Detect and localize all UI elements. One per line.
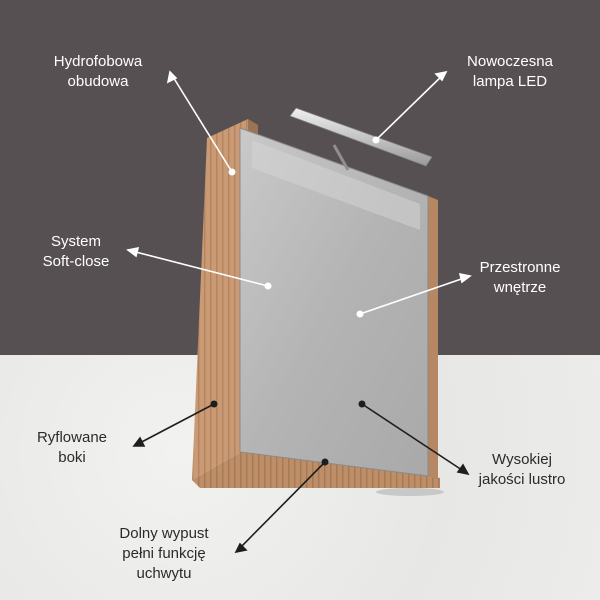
label-soft-close: System Soft-close <box>6 232 146 272</box>
label-line: Przestronne <box>479 259 561 276</box>
label-line: Dolny wypust <box>119 525 209 542</box>
cabinet-side-panel <box>192 119 248 480</box>
label-fluted-sides: Ryflowane boki <box>2 428 142 468</box>
label-line: uchwytu <box>136 565 192 582</box>
label-line: lampa LED <box>472 73 548 90</box>
label-line: obudowa <box>67 73 129 90</box>
label-line: Nowoczesna <box>467 53 553 70</box>
pointer-bottom-handle <box>234 458 329 554</box>
label-mirror-quality: Wysokiej jakości lustro <box>452 450 592 490</box>
label-spacious-interior: Przestronne wnętrze <box>450 258 590 298</box>
label-bottom-handle: Dolny wypust pełni funkcję uchwytu <box>94 524 234 584</box>
label-led-lamp: Nowoczesna lampa LED <box>440 52 580 92</box>
pointer-spacious <box>356 272 472 318</box>
label-line: Ryflowane <box>36 429 108 446</box>
label-line: jakości lustro <box>478 471 566 488</box>
label-line: Hydrofobowa <box>53 53 143 70</box>
label-line: System <box>50 233 101 250</box>
label-line: Wysokiej <box>492 451 552 468</box>
pointer-led-lamp <box>372 70 448 144</box>
label-line: Soft-close <box>42 253 110 270</box>
pointer-soft-close <box>126 246 272 290</box>
lamp-arm <box>332 144 350 171</box>
cabinet-right-edge <box>428 196 438 480</box>
label-line: wnętrze <box>493 279 547 296</box>
mirror-highlight <box>252 140 420 230</box>
label-hydrophobic-housing: Hydrofobowa obudowa <box>28 52 168 92</box>
pointer-mirror-quality <box>358 400 470 476</box>
cabinet-bottom-lip <box>192 448 440 488</box>
pointer-fluted-sides <box>132 400 218 447</box>
pointer-hydrophobic <box>166 70 236 176</box>
label-line: pełni funkcję <box>122 545 206 562</box>
label-line: boki <box>58 449 86 466</box>
cabinet-shadow <box>376 488 444 496</box>
led-lamp <box>289 107 433 167</box>
